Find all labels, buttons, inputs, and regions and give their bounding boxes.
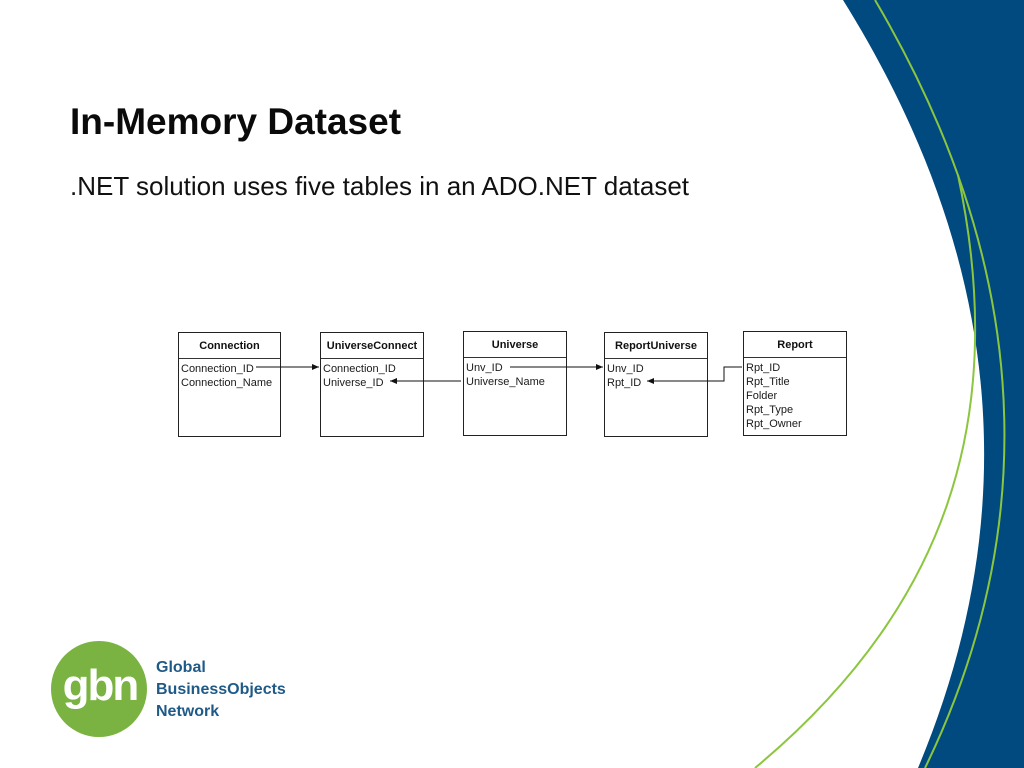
table-report: Report Rpt_ID Rpt_Title Folder Rpt_Type …	[743, 331, 847, 436]
logo-monogram: gbn	[62, 661, 140, 710]
field-rpt-id: Rpt_ID	[746, 362, 781, 374]
logo-line-network: Network	[156, 703, 220, 720]
green-arc-outer	[874, 0, 1006, 768]
table-header: Report	[744, 332, 846, 358]
field-universe-name: Universe_Name	[466, 376, 545, 388]
field-connection-name: Connection_Name	[181, 377, 273, 389]
logo-circle-icon	[51, 641, 147, 737]
green-arc-inner	[754, 174, 977, 768]
gbn-logo: gbn Global BusinessObjects Network	[50, 640, 290, 740]
slide-subtitle: .NET solution uses five tables in an ADO…	[70, 171, 690, 201]
slide-title: In-Memory Dataset	[70, 101, 402, 142]
field-connection-id: Connection_ID	[323, 363, 396, 375]
table-header: Connection	[179, 333, 280, 359]
field-rpt-owner: Rpt_Owner	[746, 418, 802, 430]
table-universe: Universe Unv_ID Universe_Name	[463, 331, 567, 436]
table-reportuniverse: ReportUniverse Unv_ID Rpt_ID	[604, 332, 708, 437]
field-rpt-id: Rpt_ID	[607, 377, 642, 389]
field-connection-id: Connection_ID	[181, 363, 254, 375]
field-rpt-title: Rpt_Title	[746, 376, 790, 388]
table-header: ReportUniverse	[605, 333, 707, 359]
table-connection: Connection Connection_ID Connection_Name	[178, 332, 281, 437]
table-universeconnect: UniverseConnect Connection_ID Universe_I…	[320, 332, 424, 437]
navy-swoosh	[843, 0, 1024, 768]
table-header: UniverseConnect	[321, 333, 423, 359]
logo-line-businessobjects: BusinessObjects	[156, 681, 286, 698]
field-unv-id: Unv_ID	[466, 362, 503, 374]
field-rpt-type: Rpt_Type	[746, 404, 794, 416]
field-unv-id: Unv_ID	[607, 363, 644, 375]
table-header: Universe	[464, 332, 566, 358]
field-folder: Folder	[746, 390, 778, 402]
field-universe-id: Universe_ID	[323, 377, 384, 389]
logo-line-global: Global	[156, 659, 206, 676]
